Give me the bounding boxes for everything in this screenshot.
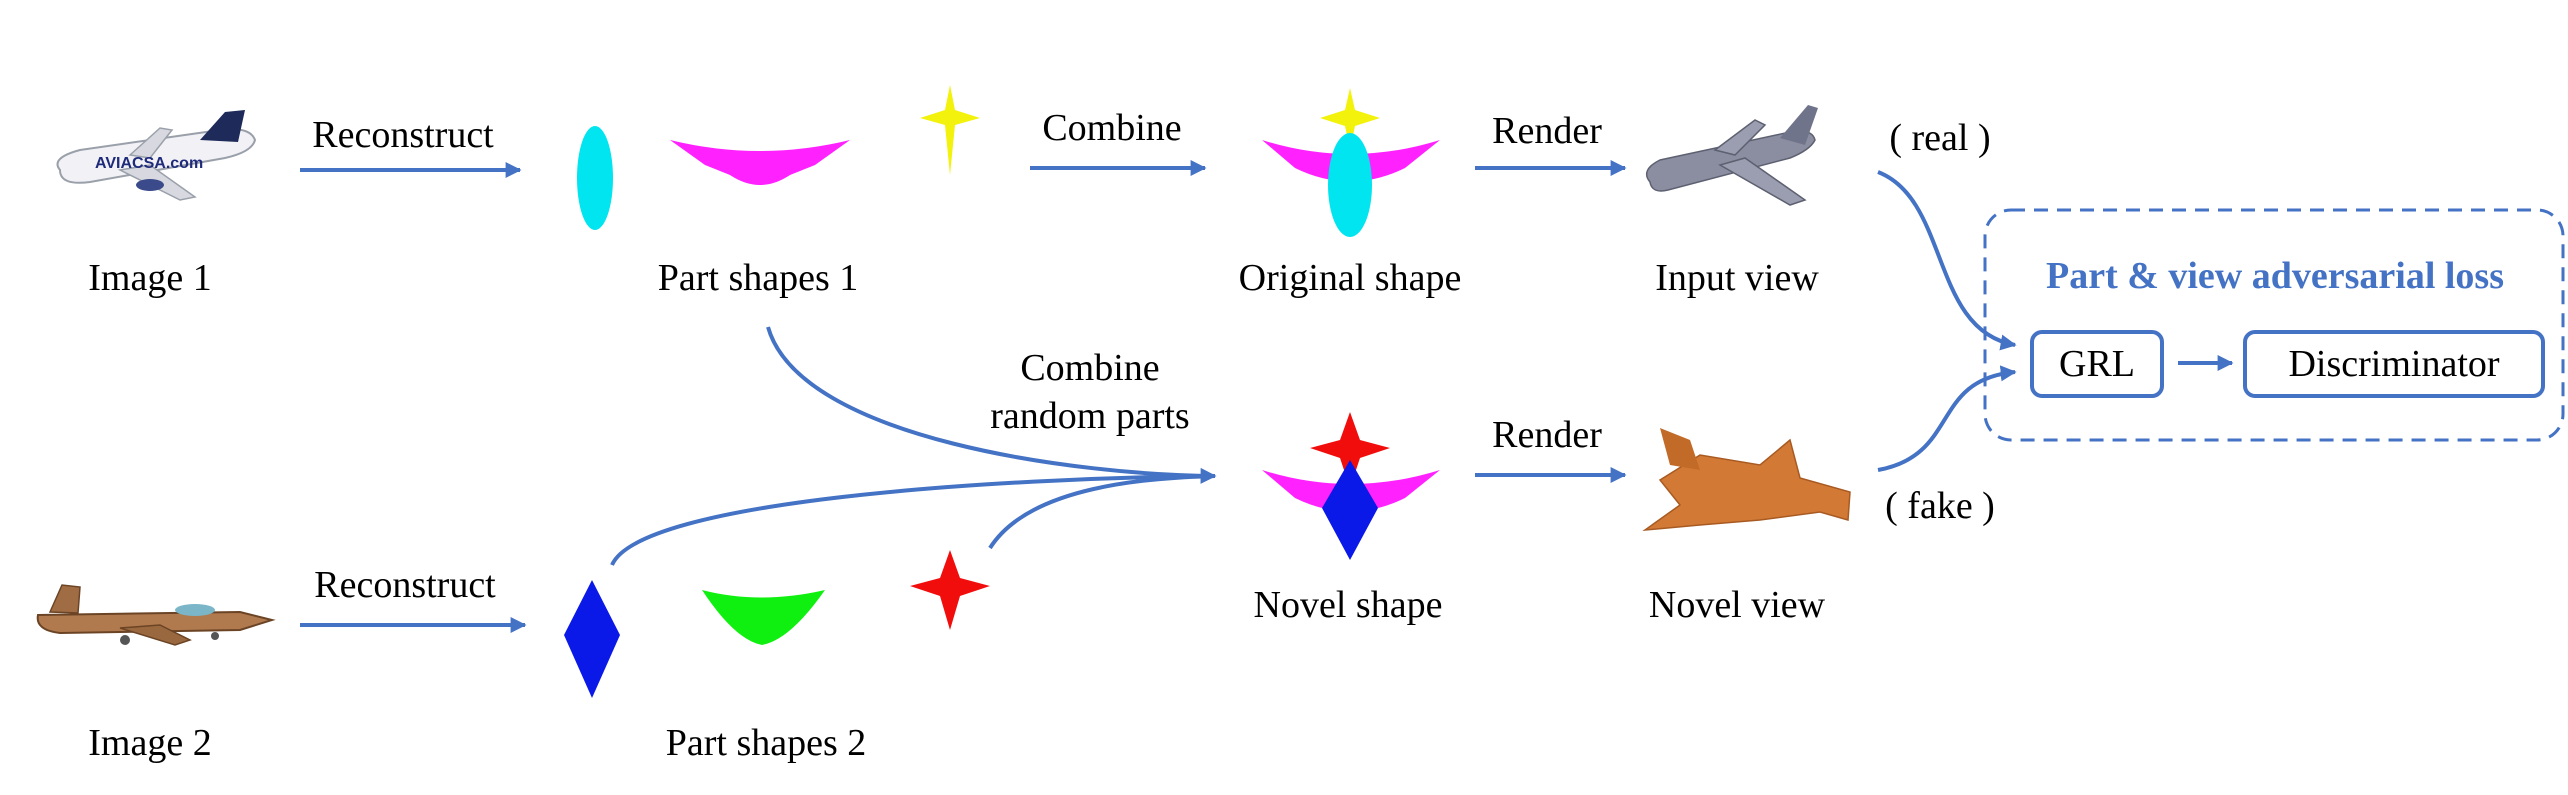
combine-random-label-1: Combine	[1020, 347, 1159, 389]
loss-dashed-frame	[1983, 208, 2565, 442]
fake-to-grl-arrow	[1877, 365, 2017, 472]
loss-title: Part & view adversarial loss	[2046, 255, 2504, 297]
combine-random-arrow-from-red	[988, 474, 1216, 550]
fake-label: ( fake )	[1885, 485, 1995, 527]
image1-airliner-photo: AVIACSA.com	[56, 110, 257, 201]
real-label: ( real )	[1889, 117, 1990, 159]
part-shapes-2-caption: Part shapes 2	[666, 722, 867, 764]
novel-view-render	[1642, 428, 1851, 531]
magenta-wing-part	[670, 140, 850, 185]
reconstruct-label-top: Reconstruct	[312, 114, 494, 156]
grl-label: GRL	[2059, 343, 2135, 385]
real-to-grl-arrow	[1877, 170, 2017, 351]
adversarial-loss-group: Part & view adversarial loss GRL Discrim…	[1983, 208, 2565, 442]
original-shape-caption: Original shape	[1239, 257, 1462, 299]
combine-random-arrow-from-parts1	[766, 326, 1217, 484]
grl-box	[2030, 330, 2164, 398]
green-wing-part	[702, 590, 825, 645]
part-shapes-2	[564, 550, 990, 698]
part-shapes-1-caption: Part shapes 1	[658, 257, 859, 299]
reconstruct-label-bottom: Reconstruct	[314, 564, 496, 606]
discriminator-box	[2243, 330, 2545, 398]
combine-random-label-2: random parts	[990, 395, 1189, 437]
red-tail-part	[910, 550, 990, 630]
input-view-render	[1645, 105, 1818, 206]
input-view-caption: Input view	[1655, 257, 1819, 299]
image2-caption: Image 2	[88, 722, 211, 764]
render-label-bottom: Render	[1492, 414, 1602, 456]
original-shape	[1262, 88, 1440, 237]
novel-view-caption: Novel view	[1649, 584, 1826, 626]
combine-random-arrow-from-blue	[610, 474, 1216, 566]
yellow-tail-part	[920, 85, 980, 175]
discriminator-label: Discriminator	[2288, 343, 2499, 385]
part-shapes-1	[577, 85, 980, 230]
render-label-top: Render	[1492, 110, 1602, 152]
image2-fighter-photo	[36, 584, 276, 646]
cyan-fuselage-part	[577, 126, 613, 230]
image1-logo-text: AVIACSA.com	[95, 155, 203, 172]
image1-caption: Image 1	[88, 257, 211, 299]
combine-label: Combine	[1042, 107, 1181, 149]
blue-fuselage-part	[564, 580, 620, 698]
novel-shape	[1262, 412, 1440, 560]
novel-shape-caption: Novel shape	[1254, 584, 1443, 626]
